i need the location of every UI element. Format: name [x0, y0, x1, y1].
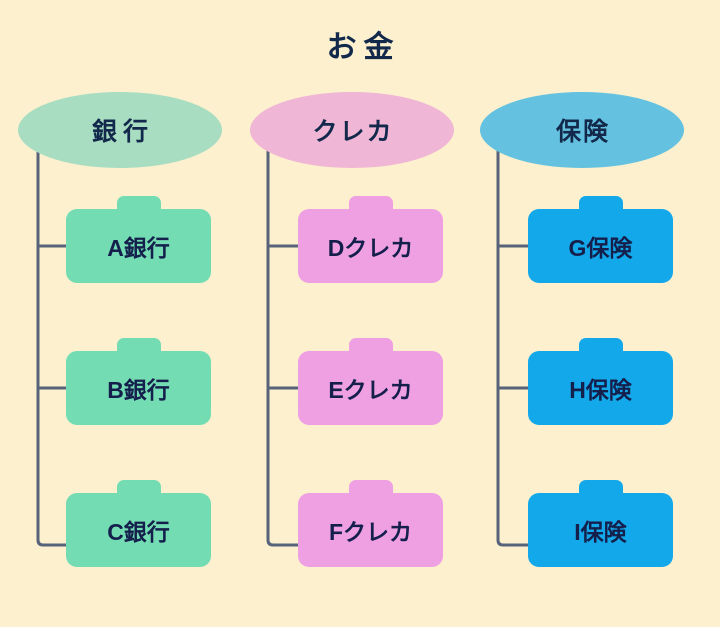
- trunk-line-ins: [496, 150, 528, 547]
- node-credit-card-3-label: Fクレカ: [298, 493, 443, 567]
- node-bank-2-label: B銀行: [66, 351, 211, 425]
- branch-head-bank-label: 銀行: [91, 118, 154, 146]
- node-insurance-2[interactable]: H保険: [528, 338, 673, 425]
- node-credit-card-2[interactable]: Eクレカ: [298, 338, 443, 425]
- page-title: お金: [326, 31, 401, 64]
- branch-column-credit-card: クレカ Dクレカ Eクレカ Fクレカ: [232, 0, 472, 627]
- branch-head-credit-card[interactable]: クレカ: [250, 92, 454, 168]
- node-insurance-1[interactable]: G保険: [528, 196, 673, 283]
- node-bank-1-label: A銀行: [66, 209, 211, 283]
- node-credit-card-2-label: Eクレカ: [298, 351, 443, 425]
- branch-column-bank: 銀行 A銀行 B銀行 C銀行: [0, 0, 240, 627]
- node-credit-card-1[interactable]: Dクレカ: [298, 196, 443, 283]
- branch-head-credit-card-label: クレカ: [312, 118, 394, 146]
- branch-head-bank[interactable]: 銀行: [18, 92, 222, 168]
- node-insurance-3[interactable]: I保険: [528, 480, 673, 567]
- node-bank-3-label: C銀行: [66, 493, 211, 567]
- node-insurance-2-label: H保険: [528, 351, 673, 425]
- trunk-line-bank: [36, 150, 66, 547]
- branch-head-insurance[interactable]: 保険: [480, 92, 684, 168]
- branch-head-insurance-label: 保険: [555, 118, 610, 146]
- node-bank-2[interactable]: B銀行: [66, 338, 211, 425]
- node-insurance-1-label: G保険: [528, 209, 673, 283]
- node-credit-card-1-label: Dクレカ: [298, 209, 443, 283]
- branch-column-insurance: 保険 G保険 H保険 I保険: [462, 0, 702, 627]
- node-bank-3[interactable]: C銀行: [66, 480, 211, 567]
- node-insurance-3-label: I保険: [528, 493, 673, 567]
- node-credit-card-3[interactable]: Fクレカ: [298, 480, 443, 567]
- node-bank-1[interactable]: A銀行: [66, 196, 211, 283]
- trunk-line-credit: [266, 150, 298, 547]
